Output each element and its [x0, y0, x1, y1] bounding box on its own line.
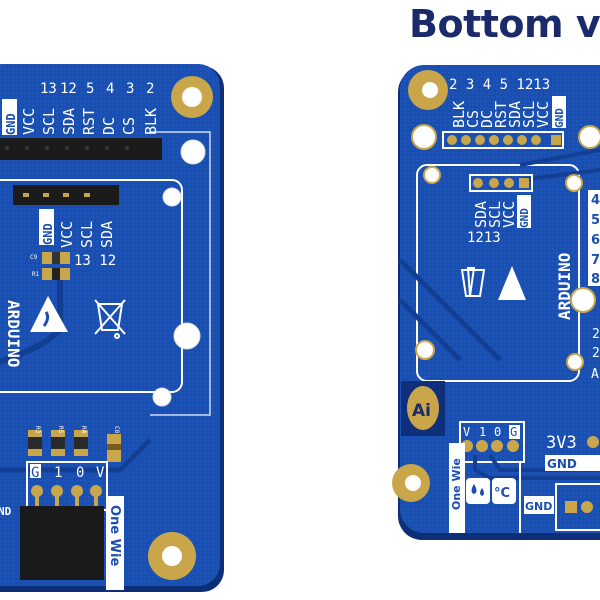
onewire-pin-label: G: [510, 425, 517, 439]
i2c-numbers: 1213: [467, 230, 501, 246]
temperature-symbol: °C: [494, 486, 510, 501]
pin-digit: 6: [591, 233, 600, 248]
ref-c9: C9: [30, 254, 38, 261]
recycle-bin-crossed-icon: [460, 267, 486, 297]
resistor: [74, 430, 88, 456]
hole: [152, 387, 172, 407]
hole: [162, 187, 182, 207]
display-outline: [0, 179, 183, 393]
ai-logo: Ai: [407, 386, 439, 430]
onewire-pin-label: 1: [54, 465, 62, 481]
humidity-drop-icon: [466, 478, 490, 504]
recycle-bin-crossed-icon: [94, 299, 126, 339]
i2c-label: SCL: [78, 221, 96, 248]
hole: [180, 139, 206, 165]
i2c-label: VCC: [500, 201, 518, 228]
pin-label: CS: [120, 117, 138, 135]
ref-r5: R5: [57, 426, 64, 434]
i2c-label: GND: [518, 208, 531, 228]
pin-label: GND: [553, 108, 566, 128]
pin-label: GND: [4, 113, 18, 135]
esd-warning-icon: [498, 266, 526, 300]
smd-component: [42, 268, 70, 280]
i2c-numbers: 13 12: [74, 253, 116, 269]
i2c-label: SDA: [98, 221, 116, 248]
connector-gnd-label: GND: [525, 500, 552, 513]
onewire-label: One Wie: [450, 458, 463, 510]
onewire-pin-label: G: [31, 465, 39, 481]
power-connector: [555, 483, 600, 531]
i2c-label: GND: [41, 223, 55, 245]
ref-r3: R3: [34, 426, 41, 434]
ref-r4: R4: [80, 426, 87, 434]
pin-digit: A: [591, 367, 599, 382]
arduino-label: ARDUINO: [4, 300, 23, 367]
pin-label: SCL: [40, 108, 58, 135]
pin-label: RST: [80, 108, 98, 135]
hole: [173, 322, 201, 350]
temperature-icon: [492, 478, 516, 504]
ref-c8: C8: [113, 426, 120, 434]
pin-numbers: 2 3 4 5 1213: [449, 77, 550, 93]
mounting-hole: [148, 532, 196, 580]
svg-text:Ai: Ai: [412, 401, 431, 421]
pin-label: SCL: [520, 101, 538, 128]
pin-label: VCC: [534, 101, 552, 128]
pin-digit: 7: [591, 253, 600, 268]
pin-label: CS: [464, 110, 482, 128]
pin-label: DC: [100, 117, 118, 135]
mounting-hole: [171, 76, 213, 118]
pin-label: BLK: [142, 108, 160, 135]
pin-label: DC: [478, 110, 496, 128]
i2c-label: SDA: [472, 201, 490, 228]
edge-label: ND: [0, 505, 12, 518]
mounting-hole: [392, 464, 430, 502]
pin-label: SDA: [506, 101, 524, 128]
pin-header: [0, 138, 162, 160]
pin-label: BLK: [450, 101, 468, 128]
onewire-connector: [20, 506, 104, 580]
page-heading: Bottom v: [409, 2, 600, 46]
mounting-hole: [408, 70, 448, 110]
onewire-pin-label: 0: [76, 465, 84, 481]
ref-r1: R1: [32, 271, 40, 278]
power-label-3v3: 3V3: [546, 433, 577, 453]
power-label-gnd: GND: [547, 457, 577, 471]
pin-header-pads: [442, 131, 564, 149]
pin-digit: 4: [591, 193, 600, 208]
resistor: [28, 430, 42, 456]
display-outline: [416, 164, 580, 382]
pin-digit: 2: [592, 327, 600, 342]
onewire-label: One Wie: [107, 505, 122, 566]
smd-component: [42, 252, 70, 264]
arduino-label: ARDUINO: [555, 253, 574, 320]
capacitor: [107, 434, 121, 462]
onewire-pin-label: 1: [479, 425, 486, 439]
pin-label: RST: [492, 101, 510, 128]
i2c-label: VCC: [58, 221, 76, 248]
i2c-label: SCL: [486, 201, 504, 228]
pin-digit: 2: [592, 346, 600, 361]
onewire-pin-label: V: [96, 465, 105, 481]
esd-warning-icon: [30, 296, 68, 332]
pin-digit: 5: [591, 213, 600, 228]
pin-label: VCC: [20, 108, 38, 135]
resistor: [51, 430, 65, 456]
onewire-pin-label: 0: [494, 425, 501, 439]
pin-label: SDA: [60, 108, 78, 135]
pin-digit: 8: [591, 272, 600, 287]
back-board: 2 3 4 5 1213 BLK CS DC RST SDA SCL VCC G…: [392, 65, 600, 540]
onewire-pin-label: V: [463, 425, 470, 439]
